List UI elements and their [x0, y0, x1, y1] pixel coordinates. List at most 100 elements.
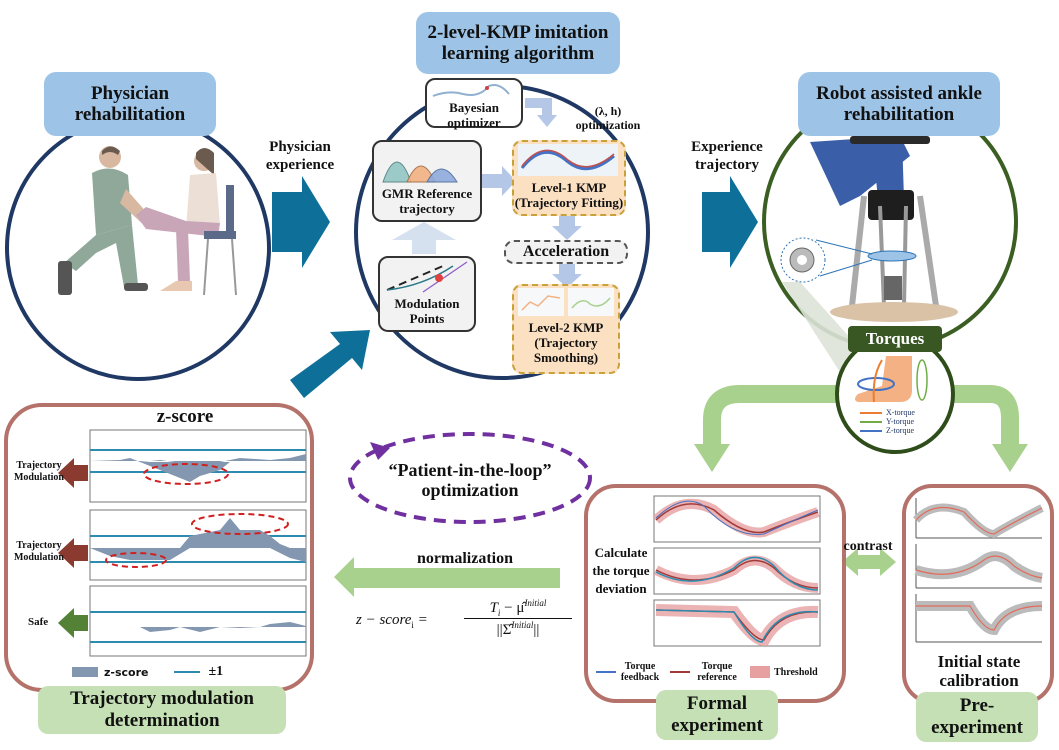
zscore-chart-1 [89, 429, 307, 503]
physician-title: Physician rehabilitation [44, 72, 216, 136]
patient-loop-text: “Patient-in-the-loop” optimization [388, 460, 552, 500]
zscore-title: z-score [130, 406, 240, 427]
trajectory-smoothing-icon [518, 288, 614, 316]
y-torque-swatch [860, 420, 882, 423]
formula-den-close: || [533, 622, 540, 638]
torque-deviation-text: Calculate the torque deviation [592, 545, 650, 596]
torque-legend-x: X-torque [860, 408, 940, 417]
algorithm-title-text: 2-level-KMP imitation learning algorithm [427, 22, 609, 64]
threshold-legend-swatch [174, 671, 201, 673]
torque-deviation-label: Calculate the torque deviation [588, 544, 654, 598]
modulation-curve-icon [386, 261, 468, 293]
pre-footer-text: Pre-experiment [931, 695, 1023, 738]
calibration-chart-1 [913, 498, 1044, 539]
formula-numerator: Ti − μ̂Initial [464, 598, 572, 619]
torques-badge: Torques [848, 326, 942, 352]
calibration-charts [913, 498, 1044, 643]
threshold-swatch [750, 666, 770, 678]
normalization-arrow [334, 557, 560, 597]
formal-chart-2 [653, 547, 821, 595]
formula-mu-sup: Initial [524, 598, 547, 608]
gmr-to-level1-arrow [482, 166, 516, 196]
physician-experience-label: Physician experience [250, 138, 350, 174]
calibration-caption: Initial state calibration [914, 652, 1044, 690]
param-optimization-label: (λ, h) optimization [560, 104, 656, 132]
formal-legend: Torque feedback Torque reference Thresho… [596, 660, 836, 684]
param-opt-line1: (λ, h) [594, 104, 622, 118]
bayesian-label: Bayesian optimizer [447, 100, 501, 130]
level1-line2: (Trajectory Fitting) [514, 195, 624, 210]
param-opt-line2: optimization [575, 118, 641, 132]
algorithm-to-robot-arrow [702, 176, 758, 268]
acceleration-to-level2-arrow [552, 264, 582, 288]
physician-illustration [58, 146, 237, 296]
physician-title-text: Physician rehabilitation [74, 83, 186, 125]
z-torque-label: Z-torque [886, 426, 914, 435]
row-1-label: Trajectory Modulation [13, 460, 64, 483]
zscore-chart-2 [89, 509, 307, 581]
torques-title-text: Torques [865, 329, 925, 348]
modulation-arrow-icon [58, 538, 88, 568]
pre-footer: Pre-experiment [916, 692, 1038, 742]
reference-swatch [670, 671, 690, 673]
zscore-title-text: z-score [156, 406, 214, 427]
row-2-label: Trajectory Modulation [13, 540, 64, 563]
formal-chart-3 [653, 599, 821, 647]
level2-kmp-node: Level-2 KMP (Trajectory Smoothing) [512, 284, 620, 374]
x-torque-label: X-torque [886, 408, 915, 417]
contrast-arrow [842, 548, 896, 576]
formula-num-T: T [489, 600, 498, 616]
feedback-swatch [596, 671, 616, 673]
modulation-arrow-icon [58, 458, 88, 488]
zscore-charts [89, 429, 307, 657]
formal-footer-text: Formal experiment [671, 693, 763, 736]
level2-line3: Smoothing) [533, 350, 599, 365]
bayesian-to-level1-arrow [525, 98, 557, 127]
trajectory-fit-icon [518, 144, 618, 176]
calibration-chart-3 [915, 594, 1043, 643]
zscore-to-algorithm-arrow [290, 330, 370, 398]
zscore-legend: z-score ±1 [72, 664, 272, 679]
bayesian-curve-icon [432, 84, 510, 97]
x-torque-swatch [860, 411, 882, 414]
level2-line1: Level-2 KMP [528, 320, 604, 335]
robot-illustration [780, 136, 958, 322]
torque-legend: X-torque Y-torque Z-torque [860, 408, 940, 435]
zscore-row-2: Trajectory Modulation [8, 538, 90, 568]
reference-label: Torque reference [697, 661, 737, 683]
torque-to-pre-arrow [945, 385, 1019, 448]
formula-lhs-sub: i [411, 620, 414, 630]
zscore-formula: z − scorei = Ti − μ̂Initial ||Σ̂Initial|… [356, 598, 576, 644]
modulation-label: Modulation Points [394, 296, 460, 326]
acceleration-label: Acceleration [522, 243, 610, 260]
level2-line2: (Trajectory [534, 335, 598, 350]
zscore-footer-text: Trajectory modulation determination [70, 688, 254, 731]
patient-loop-ellipse [348, 432, 592, 524]
formula-num-sub: i [497, 608, 501, 618]
modulation-to-gmr-arrow [392, 222, 456, 254]
row-3-label: Safe [28, 616, 49, 628]
threshold-label: Threshold [774, 666, 818, 678]
formal-chart-1 [652, 495, 821, 543]
calibration-chart-2 [914, 544, 1043, 589]
formula-lhs-text: z − score [356, 612, 412, 628]
sensor-beam [782, 282, 870, 380]
bayesian-optimizer-node: Bayesian optimizer [425, 78, 523, 130]
level1-kmp-node: Level-1 KMP (Trajectory Fitting) [512, 140, 626, 216]
experience-trajectory-label: Experience trajectory [682, 138, 772, 174]
gmr-node: GMR Reference trajectory [372, 140, 482, 222]
gaussian-mixture-icon [382, 161, 458, 183]
algorithm-title: 2-level-KMP imitation learning algorithm [416, 12, 620, 74]
formal-charts [652, 495, 821, 647]
modulation-points-node: Modulation Points [378, 256, 476, 332]
zscore-legend-label: z-score [104, 665, 149, 679]
level1-line1: Level-1 KMP [531, 180, 607, 195]
normalization-label: normalization [400, 550, 530, 568]
robot-title-text: Robot assisted ankle rehabilitation [816, 83, 982, 125]
zscore-footer: Trajectory modulation determination [38, 686, 286, 734]
level1-to-acceleration-arrow [552, 216, 582, 240]
zscore-legend-swatch [72, 667, 98, 677]
feedback-label: Torque feedback [620, 661, 660, 683]
formula-den-sup: Initial [511, 620, 534, 630]
patient-loop-arrowhead [370, 442, 390, 460]
